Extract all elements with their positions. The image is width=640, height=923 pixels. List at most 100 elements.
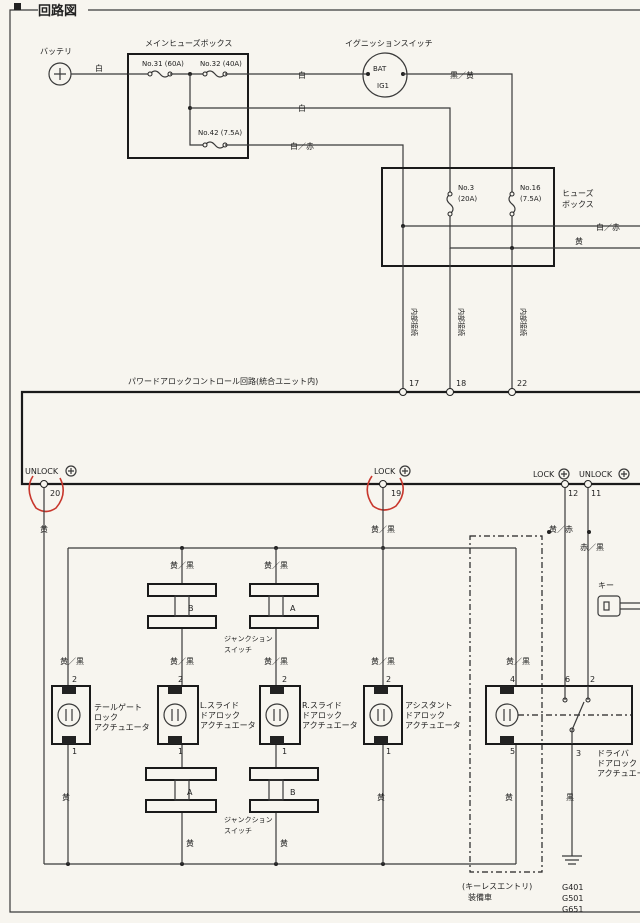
- ground-g401: G401: [562, 883, 583, 892]
- unlock-right-label: UNLOCK: [579, 470, 613, 479]
- driver-label-2: ドアロック: [597, 759, 637, 768]
- main-fuse-box: メインヒューズボックス No.31 (60A) No.32 (40A) No.4…: [127, 38, 249, 159]
- keyless-label-2: 装備車: [468, 892, 492, 902]
- junction-switch-upper-right: A: [249, 583, 319, 629]
- control-unit-label: パワードアロックコントロール回路(統合ユニット内): [128, 376, 318, 386]
- wire-color-fusebox-out-2: 白／赤: [596, 222, 620, 232]
- ignition-switch: イグニッションスイッチ BAT IG1 黒／黄: [345, 38, 513, 182]
- internal-connection-labels: 内部接続 内部接続 内部接続: [410, 308, 528, 336]
- junction-switch-upper-left: B: [147, 583, 217, 629]
- wire-color-assistant-bottom: 黄: [377, 792, 385, 802]
- wire-color-lock-right: 黄／赤: [549, 524, 573, 534]
- driver-pin-5: 5: [510, 747, 515, 756]
- control-unit-pin-22: 22: [517, 379, 527, 388]
- r-slide-pin-2: 2: [282, 675, 287, 684]
- control-unit: パワードアロックコントロール回路(統合ユニット内) 17 18 22: [20, 376, 640, 486]
- junction-switch-label-3: ジャンクション: [224, 816, 273, 824]
- driver-pin-2: 2: [590, 675, 595, 684]
- driver-label-3: アクチュエータ: [597, 769, 640, 778]
- fuse-3-label-a: No.3: [458, 184, 474, 192]
- main-feed-wires: 白 白 白／赤: [248, 70, 451, 182]
- wire-color-driver-top: 黄／黒: [506, 656, 530, 666]
- fuse-16-label-a: No.16: [520, 184, 541, 192]
- wire-color-batt: 白: [95, 63, 103, 73]
- main-fuse-box-title: メインヒューズボックス: [145, 38, 232, 48]
- junction-a-upper: A: [290, 604, 296, 613]
- tailgate-label-3: アクチュエータ: [94, 723, 150, 732]
- unlock-left-label: UNLOCK: [25, 467, 59, 476]
- pin-11-label: 11: [591, 489, 601, 498]
- junction-switches: B A ジャンクション スイッチ A B ジャンクション スイッチ: [145, 583, 319, 835]
- tailgate-label-2: ロック: [94, 713, 118, 722]
- fuse-42-label: No.42 (7.5A): [198, 129, 242, 137]
- wire-color-l-slide-mid: 黄／黒: [170, 656, 194, 666]
- l-slide-label-3: アクチュエータ: [200, 721, 256, 730]
- tailgate-label-1: テールゲート: [94, 702, 142, 712]
- fuse-box: ヒューズ ボックス No.3 (20A) No.16 (7.5A) 黄 白／赤: [381, 167, 640, 390]
- driver-label-1: ドライバ: [597, 749, 629, 758]
- fuse-box-title-1: ヒューズ: [562, 188, 594, 198]
- wire-color-l-slide-top: 黄／黒: [170, 560, 194, 570]
- fuse-box-title-2: ボックス: [562, 200, 594, 209]
- fuse-3-label-b: (20A): [458, 195, 477, 203]
- internal-connection-1: 内部接続: [410, 308, 419, 336]
- assistant-label-1: アシスタント: [405, 701, 453, 710]
- lock-mid-label: LOCK: [374, 467, 396, 476]
- r-slide-label-3: アクチュエータ: [302, 721, 358, 730]
- key-icon: キー: [597, 581, 640, 617]
- lock-right-label: LOCK: [533, 470, 555, 479]
- wire-color-r-slide-top: 黄／黒: [264, 560, 288, 570]
- control-unit-pin-17: 17: [409, 379, 419, 388]
- wire-color-assistant-top: 黄／黒: [371, 656, 395, 666]
- ground-g501: G501: [562, 894, 583, 903]
- wire-color-r-slide-bottom: 黄: [280, 838, 288, 848]
- ground-labels: G401 G501 G651: [562, 883, 583, 914]
- pin-20-label: 20: [50, 489, 60, 498]
- wire-color-bottom-left: 黄: [62, 792, 70, 802]
- battery-label: バッテリ: [40, 47, 72, 56]
- junction-b-upper: B: [188, 604, 194, 613]
- assistant-pin-1: 1: [386, 747, 391, 756]
- wire-color-lock-mid: 黄／黒: [371, 524, 395, 534]
- diagram-title: 回路図: [38, 3, 77, 19]
- driver-pin-4: 4: [510, 675, 515, 684]
- l-slide-label-1: L.スライド: [200, 701, 239, 710]
- wire-color-ground: 黒: [566, 793, 574, 802]
- wire-color-fusebox-out-1: 黄: [575, 236, 583, 246]
- assistant-actuator: 2 1 アシスタント ドアロック アクチュエータ: [363, 675, 461, 756]
- junction-switch-label-1: ジャンクション: [224, 635, 273, 643]
- driver-pin-6: 6: [565, 675, 570, 684]
- control-terminals: UNLOCK 20 LOCK 19 LOCK 12 UNLOCK 11: [25, 465, 630, 513]
- wire-color-fuse42-feed: 白／赤: [290, 141, 314, 151]
- l-slide-pin-1: 1: [178, 747, 183, 756]
- junction-switch-label-2: スイッチ: [224, 646, 252, 654]
- wire-color-tailgate-top: 黄／黒: [60, 656, 84, 666]
- ignition-switch-title: イグニッションスイッチ: [345, 38, 433, 48]
- r-slide-label-1: R.スライド: [302, 701, 342, 710]
- internal-connection-2: 内部接続: [457, 308, 466, 336]
- wire-color-l-slide-bottom: 黄: [186, 838, 194, 848]
- l-slide-actuator: 2 1 L.スライド ドアロック アクチュエータ: [157, 675, 256, 756]
- fuse-31-label: No.31 (60A): [142, 60, 184, 68]
- wire-color-r-slide-mid: 黄／黒: [264, 656, 288, 666]
- assistant-pin-2: 2: [386, 675, 391, 684]
- l-slide-pin-2: 2: [178, 675, 183, 684]
- driver-actuator: 4 5 6 2 3 ドライバ ドアロック アクチュエータ: [485, 675, 640, 778]
- key-label: キー: [598, 581, 614, 590]
- r-slide-label-2: ドアロック: [302, 711, 342, 720]
- tailgate-actuator: 2 1 テールゲート ロック アクチュエータ: [51, 675, 150, 756]
- junction-switch-lower-left: A: [145, 767, 217, 813]
- junction-b-lower: B: [290, 788, 296, 797]
- wire-color-unlock-right: 赤／黒: [580, 543, 604, 552]
- r-slide-pin-1: 1: [282, 747, 287, 756]
- wire-color-ig-feed: 白: [298, 70, 306, 80]
- assistant-label-3: アクチュエータ: [405, 721, 461, 730]
- wire-color-ig1-out: 黒／黄: [450, 70, 474, 80]
- junction-switch-lower-right: B: [249, 767, 319, 813]
- ignition-bat-label: BAT: [373, 65, 387, 73]
- fuse-16-label-b: (7.5A): [520, 195, 542, 203]
- r-slide-actuator: 2 1 R.スライド ドアロック アクチュエータ: [259, 675, 358, 756]
- wire-color-fuse3-feed: 白: [298, 103, 306, 113]
- wire-color-unlock-left: 黄: [40, 524, 48, 534]
